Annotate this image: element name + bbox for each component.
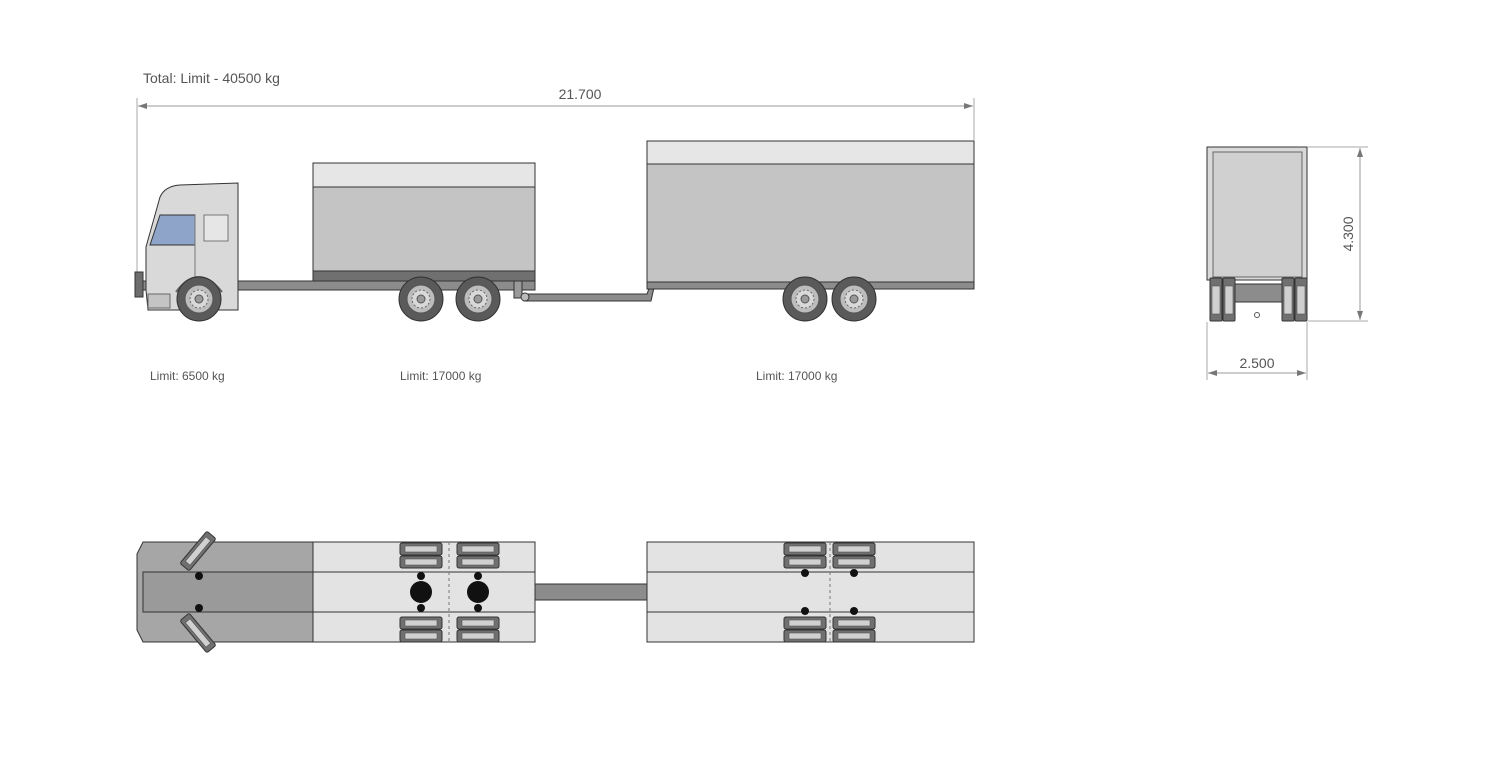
axle-icon [417,604,425,612]
axle-icon [801,607,809,615]
axle-icon [474,572,482,580]
axle-icon [410,581,432,603]
tire-icon [832,542,876,556]
tow-eye [1254,312,1260,318]
tire-icon [399,616,443,630]
front-axle-limit: Limit: 6500 kg [150,369,225,383]
wheel-icon [398,276,444,322]
axle-icon [195,604,203,612]
length-dimension-label: 21.700 [559,86,602,102]
tire-tread [1283,285,1293,315]
trailer-box-top [646,140,975,165]
tire-icon [399,542,443,556]
total-limit-label: Total: Limit - 40500 kg [143,70,280,86]
axle-icon [195,572,203,580]
axle-icon [850,569,858,577]
rear-bumper [1234,283,1283,303]
tire-tread [1224,285,1234,315]
coupling-bracket [513,280,523,299]
truck-box-side [312,186,536,272]
rear-view [1206,146,1308,322]
wheel-icon [455,276,501,322]
tire-icon [399,629,443,643]
tire-icon [783,616,827,630]
plan-drawbar [534,583,648,601]
truck-box-top [312,162,536,188]
height-dimension-label: 4.300 [1340,216,1356,251]
axle-icon [474,604,482,612]
wheel-icon [831,276,877,322]
plan-view [136,530,975,654]
axle-icon [467,581,489,603]
tire-tread [1296,285,1306,315]
wheel-icon [176,276,222,322]
axle-icon [850,607,858,615]
axle-icon [801,569,809,577]
tire-icon [783,555,827,569]
tire-icon [456,542,500,556]
drawbar [523,282,656,302]
tire-icon [832,616,876,630]
width-dimension-label: 2.500 [1239,355,1274,371]
trailer-axle-limit: Limit: 17000 kg [756,369,837,383]
cab-step [147,293,171,309]
tire-icon [832,555,876,569]
rear-door [1212,151,1303,278]
tire-tread [1211,285,1221,315]
tire-icon [399,555,443,569]
axle-icon [417,572,425,580]
wheel-icon [782,276,828,322]
front-bumper [134,271,144,298]
trailer-box-side [646,163,975,283]
tire-icon [832,629,876,643]
plan-cab-chassis [142,571,314,613]
tire-icon [783,629,827,643]
trailer-side-view [520,140,975,322]
truck-rear-axle-limit: Limit: 17000 kg [400,369,481,383]
truck-side-view [134,162,536,322]
cab-side-window [203,214,229,242]
drawbar-eye [520,292,530,302]
tire-icon [456,616,500,630]
tire-icon [456,555,500,569]
tire-icon [456,629,500,643]
tire-icon [783,542,827,556]
